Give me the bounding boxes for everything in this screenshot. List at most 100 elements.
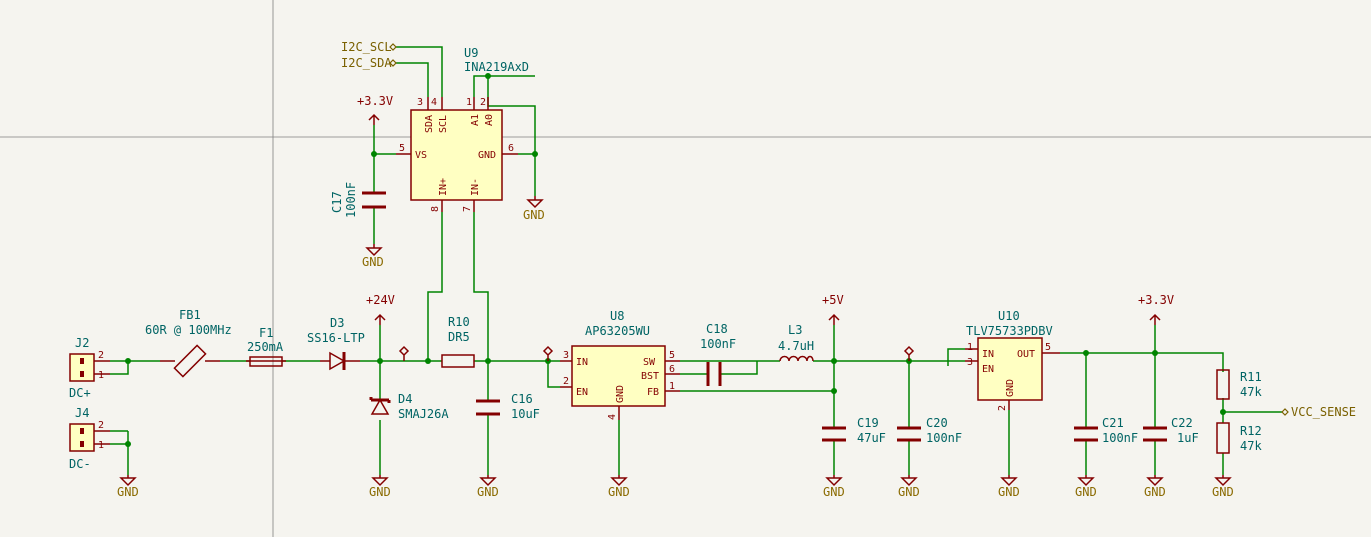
svg-text:IN: IN [982, 349, 994, 360]
svg-text:DR5: DR5 [448, 330, 470, 344]
svg-text:AP63205WU: AP63205WU [585, 324, 650, 338]
power-p5: +5V [822, 293, 844, 325]
svg-text:5: 5 [1045, 342, 1051, 353]
resistor-r10[interactable]: R10 DR5 [441, 315, 475, 368]
svg-text:7: 7 [462, 206, 473, 212]
svg-text:FB1: FB1 [179, 308, 201, 322]
svg-text:R11: R11 [1240, 370, 1262, 384]
svg-text:C22: C22 [1171, 416, 1193, 430]
gnd-c16: GND [477, 475, 499, 499]
svg-text:GND: GND [823, 485, 845, 499]
svg-text:60R @ 100MHz: 60R @ 100MHz [145, 323, 232, 337]
svg-text:J2: J2 [75, 336, 89, 350]
cap-c19[interactable]: C19 47uF [822, 416, 886, 445]
resistor-r11[interactable]: R11 47k [1216, 369, 1262, 400]
gnd-u10: GND [998, 475, 1020, 499]
svg-text:100nF: 100nF [926, 431, 962, 445]
diode-d3[interactable]: D3 SS16-LTP [307, 316, 365, 371]
label-i2c-scl: I2C_SCL [341, 40, 397, 54]
svg-text:GND: GND [615, 385, 626, 403]
inductor-l3[interactable]: L3 4.7uH [778, 323, 814, 362]
cap-c20[interactable]: C20 100nF [897, 416, 962, 445]
svg-text:OUT: OUT [1017, 349, 1035, 360]
u9-value: INA219AxD [464, 60, 529, 74]
ic-u8[interactable]: U8 AP63205WU IN EN SW BST FB GND 3 2 5 6… [560, 309, 680, 420]
gnd-c21: GND [1075, 475, 1097, 499]
svg-text:SS16-LTP: SS16-LTP [307, 331, 365, 345]
power-p33-top: +3.3V [357, 94, 393, 125]
svg-text:2: 2 [98, 350, 104, 361]
u9-ref: U9 [464, 46, 478, 60]
svg-text:D4: D4 [398, 392, 412, 406]
svg-text:SMAJ26A: SMAJ26A [398, 407, 449, 421]
cap-c17[interactable]: C17 100nF [330, 182, 386, 218]
cap-c21[interactable]: C21 100nF [1074, 416, 1138, 445]
svg-text:1uF: 1uF [1177, 431, 1199, 445]
svg-text:SDA: SDA [424, 115, 435, 133]
svg-text:EN: EN [982, 364, 994, 375]
gnd-u8: GND [608, 475, 630, 499]
svg-text:GND: GND [477, 485, 499, 499]
ic-u9[interactable]: U9 INA219AxD SDA SCL A1 A0 VS GND IN+ IN… [396, 46, 529, 212]
gnd-j4: GND [117, 475, 139, 499]
svg-text:U10: U10 [998, 309, 1020, 323]
svg-text:100nF: 100nF [1102, 431, 1138, 445]
connector-j2[interactable]: 2 1 J2 DC+ [69, 336, 110, 400]
svg-text:47k: 47k [1240, 439, 1262, 453]
gnd-c22: GND [1144, 475, 1166, 499]
svg-text:VCC_SENSE: VCC_SENSE [1291, 405, 1356, 419]
svg-text:A1: A1 [470, 114, 481, 126]
svg-text:L3: L3 [788, 323, 802, 337]
fuse-f1[interactable]: F1 250mA [246, 326, 286, 367]
svg-text:DC-: DC- [69, 457, 91, 471]
tvs-d4[interactable]: D4 SMAJ26A [369, 392, 449, 421]
cap-c22[interactable]: C22 1uF [1143, 416, 1199, 445]
svg-text:IN+: IN+ [438, 178, 449, 196]
svg-text:I2C_SCL: I2C_SCL [341, 40, 392, 54]
svg-text:47k: 47k [1240, 385, 1262, 399]
gnd-d4: GND [369, 475, 391, 499]
svg-text:GND: GND [1144, 485, 1166, 499]
gnd-c17: GND [362, 244, 384, 269]
connector-j4[interactable]: 2 1 J4 DC- [69, 406, 110, 471]
svg-text:3: 3 [417, 97, 423, 108]
svg-text:EN: EN [576, 387, 588, 398]
svg-text:GND: GND [362, 255, 384, 269]
svg-text:10uF: 10uF [511, 407, 540, 421]
svg-text:2: 2 [98, 420, 104, 431]
ic-u10[interactable]: U10 TLV75733PDBV IN EN OUT GND 1 3 5 2 [965, 309, 1060, 411]
resistor-r12[interactable]: R12 47k [1216, 422, 1262, 454]
svg-text:GND: GND [478, 150, 496, 161]
svg-text:SW: SW [643, 357, 656, 368]
svg-text:GND: GND [898, 485, 920, 499]
svg-text:3: 3 [967, 357, 973, 368]
svg-text:SCL: SCL [438, 115, 449, 133]
svg-text:GND: GND [998, 485, 1020, 499]
svg-text:250mA: 250mA [247, 340, 284, 354]
svg-text:1: 1 [98, 370, 104, 381]
svg-text:R12: R12 [1240, 424, 1262, 438]
svg-text:C17: C17 [330, 191, 344, 213]
svg-text:2: 2 [997, 405, 1008, 411]
svg-text:DC+: DC+ [69, 386, 91, 400]
svg-text:+5V: +5V [822, 293, 844, 307]
svg-text:FB: FB [647, 387, 659, 398]
gnd-c20: GND [898, 475, 920, 499]
svg-text:J4: J4 [75, 406, 89, 420]
svg-text:100nF: 100nF [700, 337, 736, 351]
svg-text:5: 5 [399, 143, 405, 154]
gnd-r12: GND [1212, 475, 1234, 499]
svg-text:4: 4 [607, 414, 618, 420]
svg-text:TLV75733PDBV: TLV75733PDBV [966, 324, 1053, 338]
pwr-flag-5v [903, 345, 915, 361]
svg-text:GND: GND [117, 485, 139, 499]
svg-text:BST: BST [641, 371, 659, 382]
ferrite-fb1[interactable]: FB1 60R @ 100MHz [145, 308, 232, 378]
cap-c18[interactable]: C18 100nF [700, 322, 736, 386]
svg-text:4.7uH: 4.7uH [778, 339, 814, 353]
pwr-flag-u8-in [542, 345, 554, 361]
svg-text:5: 5 [669, 350, 675, 361]
svg-text:C18: C18 [706, 322, 728, 336]
cap-c16[interactable]: C16 10uF [476, 392, 540, 421]
